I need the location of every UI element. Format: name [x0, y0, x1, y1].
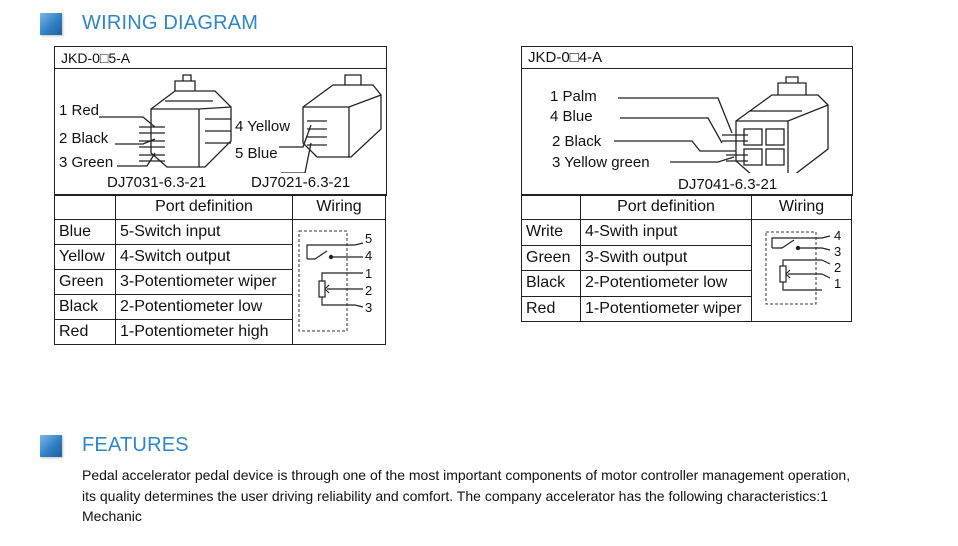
wire-color: Black [521, 270, 581, 297]
wiring-schematic-cell: 5 4 1 2 3 [292, 219, 386, 345]
wire-color: Red [54, 319, 116, 345]
terminal-number: 3 [834, 244, 841, 259]
wiring-header: Wiring [292, 194, 386, 220]
pin-label: 1 Red [59, 102, 100, 119]
terminal-number: 2 [834, 260, 841, 275]
port-header: Port definition [580, 194, 752, 220]
terminal-number: 4 [834, 228, 841, 243]
port-definition: 1-Potentiometer wiper [580, 295, 752, 322]
pin-label: 2 Black [552, 133, 602, 150]
wire-color: Green [54, 269, 116, 295]
connector-3pin-icon [99, 74, 382, 173]
part-number: DJ7041-6.3-21 [678, 176, 778, 193]
port-definition: 3-Swith output [580, 244, 752, 271]
wiring-title: WIRING DIAGRAM [82, 12, 259, 34]
port-definition: 5-Switch input [115, 219, 293, 245]
port-definition: 4-Swith input [580, 219, 752, 246]
wire-color: Green [521, 244, 581, 271]
wiring-header: Wiring [751, 194, 852, 220]
wire-color: Yellow [54, 244, 116, 270]
wire-color: Write [521, 219, 581, 246]
pin-label: 3 Yellow green [552, 154, 650, 171]
left-port-table: Port definition Wiring Blue 5-Switch inp… [54, 194, 386, 345]
wiring-heading: WIRING DIAGRAM [40, 12, 258, 35]
port-header: Port definition [115, 194, 293, 220]
pin-label: 5 Blue [235, 145, 278, 162]
terminal-number: 2 [365, 283, 372, 298]
wiring-schematic-cell: 4 3 2 1 [751, 219, 852, 322]
features-heading: FEATURES [40, 434, 189, 457]
port-definition: 1-Potentiometer high [115, 319, 293, 345]
left-model-label: JKD-0□5-A [55, 47, 386, 69]
section-square-icon [40, 12, 62, 35]
port-definition: 2-Potentiometer low [115, 294, 293, 320]
terminal-number: 1 [365, 266, 372, 281]
wiring-schematic-icon: 5 4 1 2 3 [298, 230, 372, 331]
pin-label: 2 Black [59, 130, 109, 147]
terminal-number: 4 [365, 248, 372, 263]
pin-label: 1 Palm [550, 88, 597, 105]
features-title: FEATURES [82, 434, 189, 456]
color-header-cell [54, 194, 116, 220]
wire-color: Red [521, 295, 581, 322]
pin-label: 4 Blue [550, 108, 593, 125]
section-square-icon [40, 434, 62, 457]
pin-label: 4 Yellow [235, 118, 291, 135]
color-header-cell [521, 194, 581, 220]
features-body: Pedal accelerator pedal device is throug… [82, 467, 851, 524]
port-definition: 3-Potentiometer wiper [115, 269, 293, 295]
pin-label: 3 Green [59, 154, 114, 171]
right-diagram-panel: JKD-0□4-A 1 Palm 4 Blue 2 Black 3 Yellow… [521, 46, 853, 196]
port-definition: 4-Switch output [115, 244, 293, 270]
wire-color: Black [54, 294, 116, 320]
left-diagram-panel: JKD-0□5-A 1 Red 2 Black 3 Green 4 Yellow… [54, 46, 387, 196]
wiring-schematic-icon: 4 3 2 1 [765, 228, 841, 305]
connector-4pin-icon [614, 76, 829, 173]
terminal-number: 5 [365, 231, 372, 246]
right-port-table: Port definition Wiring Write 4-Swith inp… [521, 194, 852, 322]
terminal-number: 3 [365, 300, 372, 315]
terminal-number: 1 [834, 276, 841, 291]
part-number: DJ7031-6.3-21 [107, 174, 207, 191]
part-number: DJ7021-6.3-21 [251, 174, 351, 191]
port-definition: 2-Potentiometer low [580, 270, 752, 297]
wire-color: Blue [54, 219, 116, 245]
right-model-label: JKD-0□4-A [522, 47, 852, 69]
